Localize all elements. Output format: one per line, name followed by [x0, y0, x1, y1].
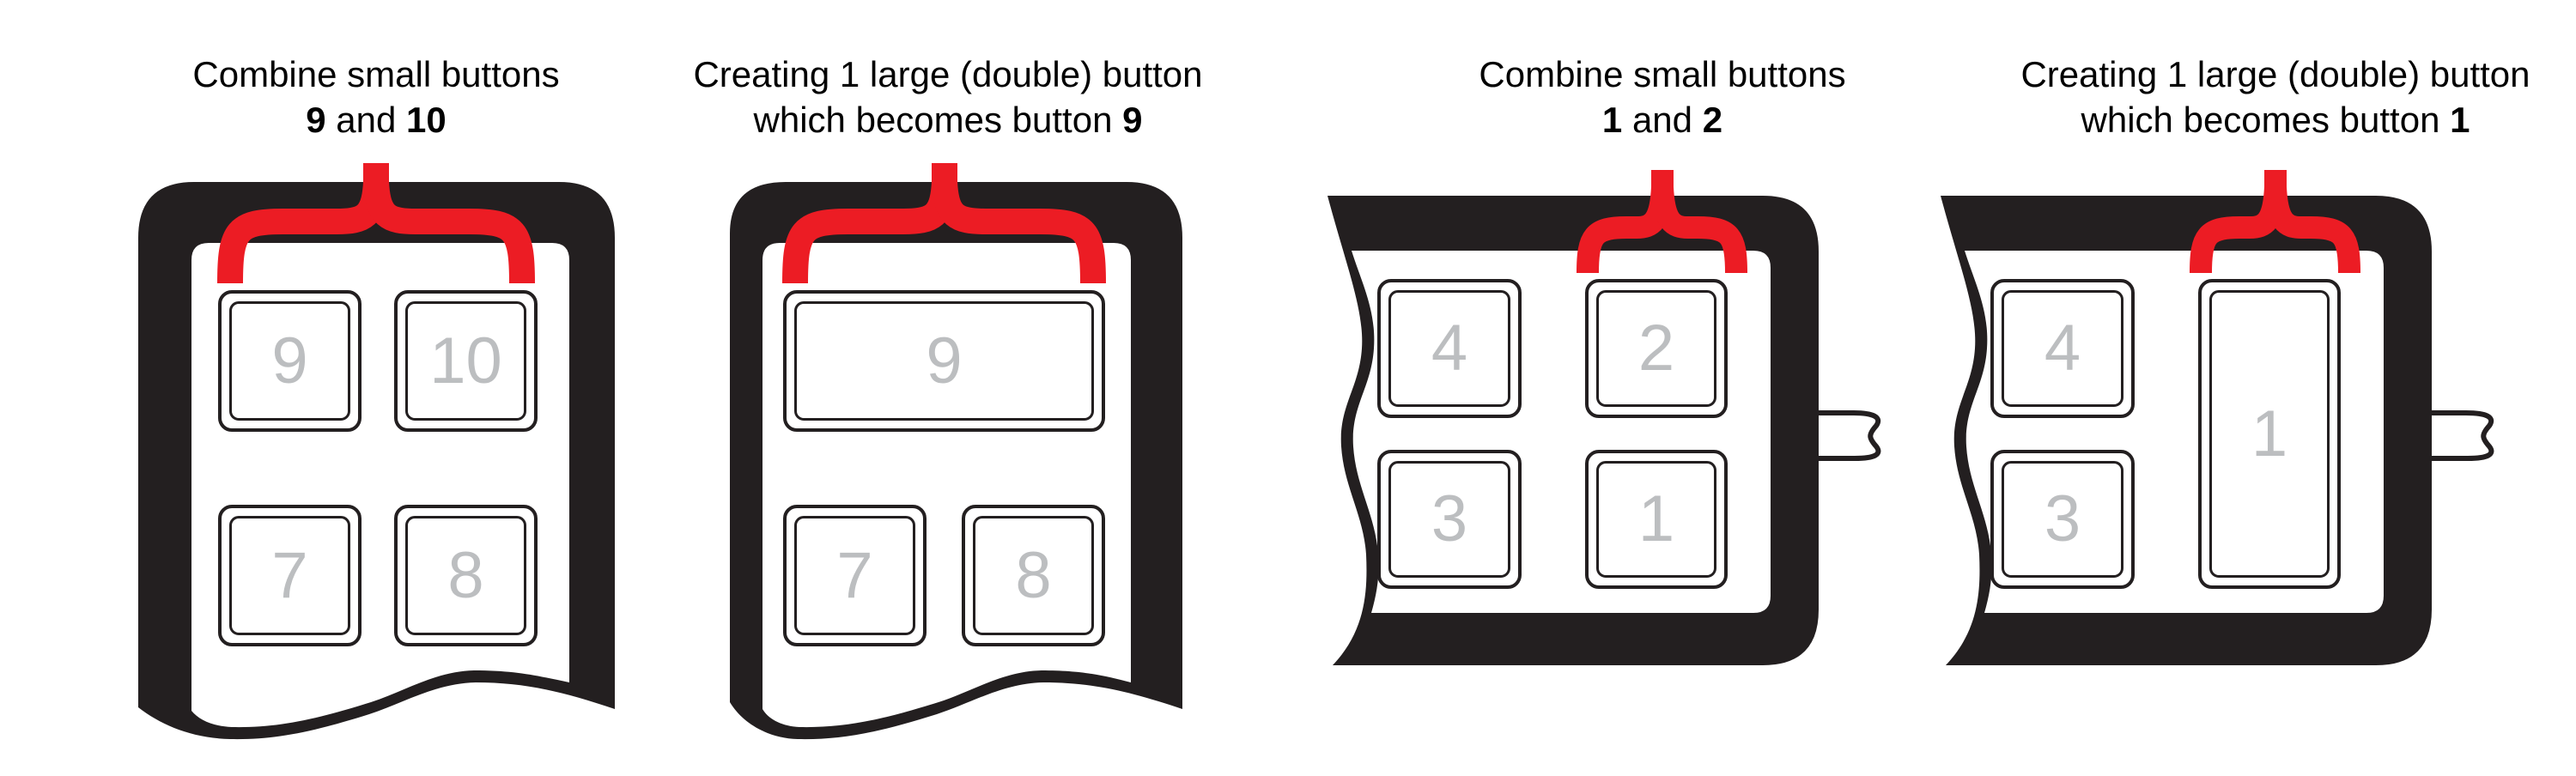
panel-title-line1: Creating 1 large (double) button [693, 54, 1203, 94]
remote-frame-landscape [1327, 196, 1819, 665]
button-label: 4 [2044, 312, 2081, 385]
panel-title-line2: which becomes button 1 [2081, 100, 2470, 140]
keypad-button-8: 8 [962, 505, 1105, 646]
keypad-button-9: 9 [218, 290, 361, 432]
button-label: 7 [836, 538, 873, 612]
combine-brace-icon [2190, 170, 2360, 274]
button-label: 3 [1431, 482, 1468, 555]
panel-title-line2: 9 and 10 [306, 100, 447, 140]
button-label: 7 [271, 538, 308, 612]
keypad-button-1: 1 [1585, 450, 1728, 589]
remote-frame-portrait [730, 182, 1182, 740]
button-label: 4 [1431, 312, 1468, 385]
keypad-button-4: 4 [1990, 279, 2135, 418]
keypad-button-7: 7 [783, 505, 927, 646]
remote-clip-tab [2425, 410, 2494, 461]
button-label: 8 [1015, 538, 1052, 612]
keypad-button-8: 8 [394, 505, 538, 646]
panel-title: Combine small buttons 1 and 2 [1319, 52, 2006, 142]
panel-title-line2: 1 and 2 [1601, 100, 1723, 140]
keypad-button-7: 7 [218, 505, 361, 646]
button-label: 9 [271, 324, 308, 397]
keypad-button-3: 3 [1377, 450, 1522, 589]
panel-title-line1: Combine small buttons [1479, 54, 1846, 94]
button-label: 1 [1637, 482, 1675, 555]
panel-title-line1: Creating 1 large (double) button [2020, 54, 2530, 94]
button-label: 2 [1637, 312, 1675, 385]
remote-frame-portrait [138, 182, 615, 740]
button-label: 10 [429, 324, 502, 397]
panel-title: Creating 1 large (double) button which b… [605, 52, 1291, 142]
remote-frame-landscape [1941, 196, 2432, 665]
keypad-button-2: 2 [1585, 279, 1728, 418]
keypad-button-10: 10 [394, 290, 538, 432]
combine-brace-icon [1577, 170, 1747, 274]
button-label: 1 [2251, 397, 2288, 470]
combine-brace-icon [217, 163, 535, 284]
keypad-button-4: 4 [1377, 279, 1522, 418]
button-label: 8 [447, 538, 484, 612]
keypad-button-9-large: 9 [783, 290, 1105, 432]
button-label: 3 [2044, 482, 2081, 555]
panel-title: Creating 1 large (double) button which b… [1932, 52, 2576, 142]
keypad-button-3: 3 [1990, 450, 2135, 589]
remote-clip-tab [1812, 410, 1881, 461]
combine-brace-icon [782, 163, 1106, 284]
panel-title: Combine small buttons 9 and 10 [33, 52, 720, 142]
panel-title-line2: which becomes button 9 [753, 100, 1143, 140]
keypad-button-1-large: 1 [2198, 279, 2341, 589]
button-label: 9 [926, 324, 963, 397]
panel-title-line1: Combine small buttons [192, 54, 560, 94]
